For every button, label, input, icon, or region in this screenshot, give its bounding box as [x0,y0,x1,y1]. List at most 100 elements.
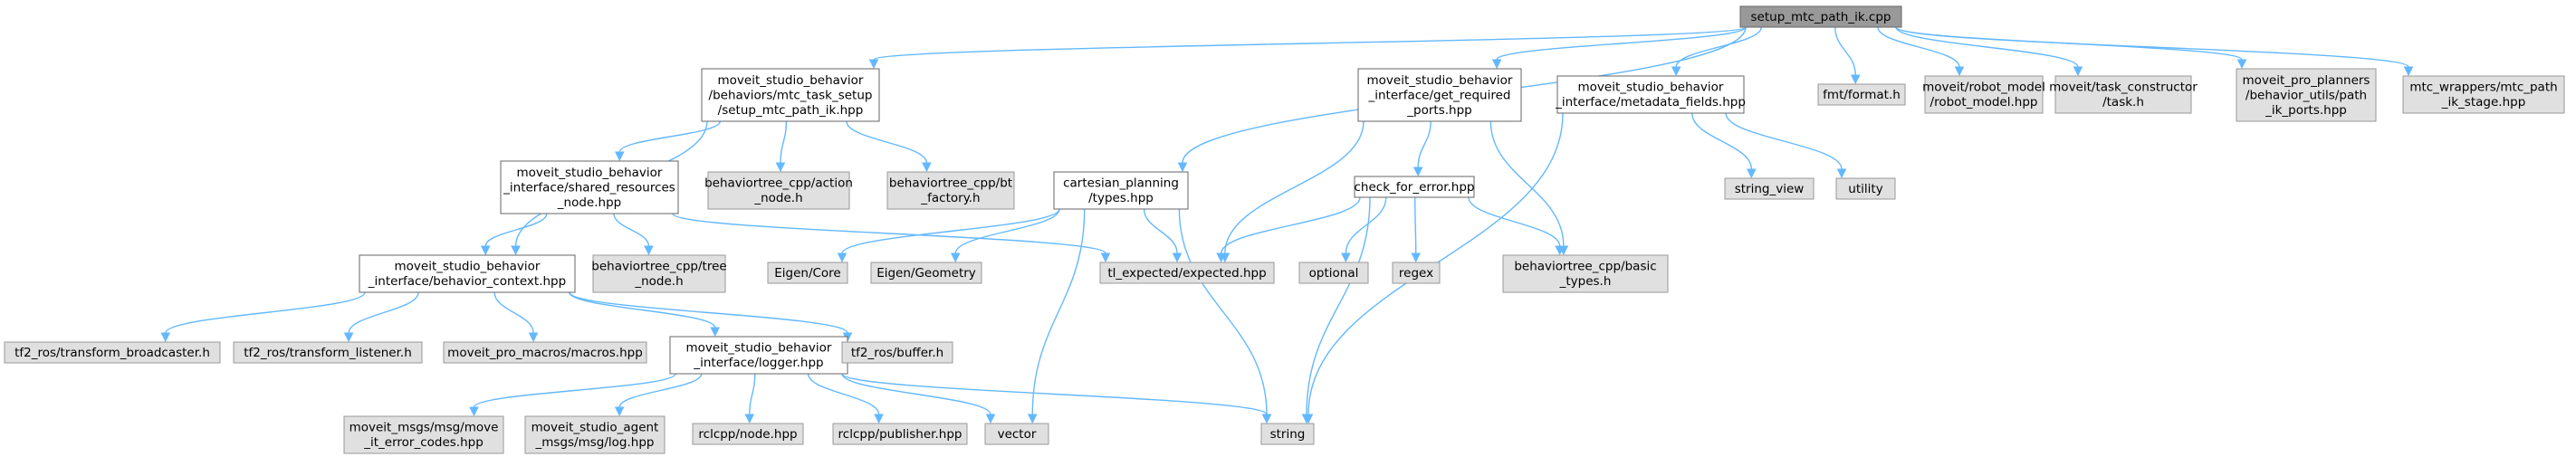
edge-behavior_context-to-logger [569,291,716,328]
node-root: setup_mtc_path_ik.cpp [1739,5,1902,28]
edge-logger-to-vector [841,373,991,415]
edge-logger-to-string [841,373,1268,415]
edge-shared_resources-to-bt_tree_node [613,213,650,247]
node-label-line: moveit_studio_behavior [517,166,663,180]
edge-logger-to-agent_log [618,373,703,408]
node-check_for_error[interactable]: check_for_error.hpp [1354,176,1475,198]
node-label-line: behaviortree_cpp/action [704,176,853,191]
node-label-line: string [1270,427,1306,442]
node-fmt_format: fmt/format.h [1817,83,1906,106]
node-box [4,341,221,364]
node-label-line: _msgs/msg/log.hpp [535,435,655,450]
node-box [1099,262,1275,284]
arrowhead-root-to-fmt_format [1850,74,1861,85]
node-bt_action_node: behaviortree_cpp/action_node.h [704,171,853,210]
node-metadata_fields[interactable]: moveit_studio_behavior_interface/metadat… [1555,75,1746,114]
arrowhead-cartesian_types-to-vector [1027,414,1038,424]
node-logger[interactable]: moveit_studio_behavior_interface/logger.… [669,336,848,375]
node-label-line: /task.h [2102,95,2144,109]
edge-metadata_fields-to-string_view [1691,112,1753,170]
node-label-line: /setup_mtc_path_ik.hpp [718,103,864,118]
node-box [1392,262,1441,284]
node-shared_resources[interactable]: moveit_studio_behavior_interface/shared_… [500,160,679,214]
node-box [1357,68,1522,122]
node-box [592,254,726,293]
node-box [1053,171,1189,210]
arrowhead-check_for_error-to-optional [1341,252,1351,263]
node-box [870,262,982,284]
node-label-line: _node.hpp [557,195,621,210]
node-label-line: /robot_model.hpp [1930,95,2038,109]
node-label-line: behaviortree_cpp/basic [1514,260,1656,274]
edge-check_for_error-to-tl_expected [1220,196,1361,254]
edge-get_required_ports-to-tl_expected [1224,120,1365,254]
edge-cartesian_types-to-string [1178,208,1268,415]
edge-get_required_ports-to-check_for_error [1417,120,1432,168]
arrowhead-root-to-task_constructor [2073,66,2083,77]
node-box [1739,5,1902,28]
arrowhead-root-to-get_required_ports [1491,59,1502,70]
arrowhead-behavior_context-to-tf2_listener [343,332,354,343]
node-label-line: /types.hpp [1088,191,1154,205]
node-label-line: _factory.h [920,191,980,205]
node-box [1260,423,1315,445]
arrowhead-metadata_fields-to-string [1303,414,1314,424]
node-box [886,171,1015,210]
node-box [2054,75,2192,114]
include-edges [160,26,2414,424]
edge-mtc_task_setup-to-bt_action_node [780,120,788,164]
arrowhead-get_required_ports-to-check_for_error [1412,167,1423,177]
arrowhead-mtc_task_setup-to-behavior_context [511,245,521,256]
node-label-line: _ik_ports.hpp [2265,103,2347,118]
edge-root-to-metadata_fields [1675,26,1762,68]
arrowhead-logger-to-vector [985,414,996,424]
node-label-line: tf2_ros/transform_listener.h [244,346,412,360]
node-box [500,160,679,214]
node-label-line: behaviortree_cpp/bt [889,176,1012,191]
arrowhead-cartesian_types-to-tl_expected [1172,252,1183,263]
node-box [1556,75,1745,114]
node-label-line: mtc_wrappers/mtc_path [2409,81,2557,95]
edge-mtc_task_setup-to-shared_resources [618,120,721,153]
node-cartesian_types[interactable]: cartesian_planning/types.hpp [1053,171,1189,210]
node-get_required_ports[interactable]: moveit_studio_behavior_interface/get_req… [1357,68,1522,122]
node-label-line: tf2_ros/buffer.h [851,346,943,360]
node-box [1298,262,1369,284]
edge-root-to-robot_model [1877,26,1960,68]
edge-behavior_context-to-tf2_broadcaster [165,291,366,334]
node-label-line: check_for_error.hpp [1354,180,1474,195]
node-box [841,341,953,364]
arrowhead-logger-to-move_it_error_codes [469,406,479,417]
node-mtc_task_setup[interactable]: moveit_studio_behavior/behaviors/mtc_tas… [701,68,880,122]
node-optional: optional [1298,262,1369,284]
node-box [984,423,1049,445]
arrowhead-metadata_fields-to-string_view [1747,168,1757,179]
node-label-line: cartesian_planning [1063,176,1179,191]
node-label-line: moveit_studio_behavior [395,260,541,274]
edge-check_for_error-to-string [1306,196,1371,415]
arrowhead-root-to-path_ik_ports [2236,59,2247,70]
arrowhead-shared_resources-to-bt_tree_node [644,245,654,256]
node-move_it_error_codes: moveit_msgs/msg/move_it_error_codes.hpp [343,415,504,454]
node-vector: vector [984,423,1049,445]
node-box [1724,177,1815,200]
node-path_ik_ports: moveit_pro_planners/behavior_utils/path_… [2236,68,2377,122]
node-behavior_context[interactable]: moveit_studio_behavior_interface/behavio… [359,254,576,293]
node-box [2402,75,2565,114]
node-label-line: moveit_msgs/msg/move [350,421,499,435]
arrowhead-cartesian_types-to-eigen_geometry [950,252,961,263]
edge-cartesian_types-to-eigen_core [841,208,1060,254]
node-box [1354,176,1475,198]
node-utility: utility [1835,177,1896,200]
node-box [1502,254,1669,293]
node-agent_log: moveit_studio_agent_msgs/msg/log.hpp [524,415,666,454]
edge-behavior_context-to-pro_macros [493,291,534,334]
node-label-line: utility [1848,182,1882,196]
node-box [524,415,666,454]
edge-root-to-get_required_ports [1496,26,1747,61]
node-eigen_core: Eigen/Core [767,262,848,284]
arrowhead-root-to-cartesian_types [1177,162,1188,173]
node-label-line: rclcpp/publisher.hpp [838,427,962,442]
node-label-line: _types.h [1559,274,1612,289]
